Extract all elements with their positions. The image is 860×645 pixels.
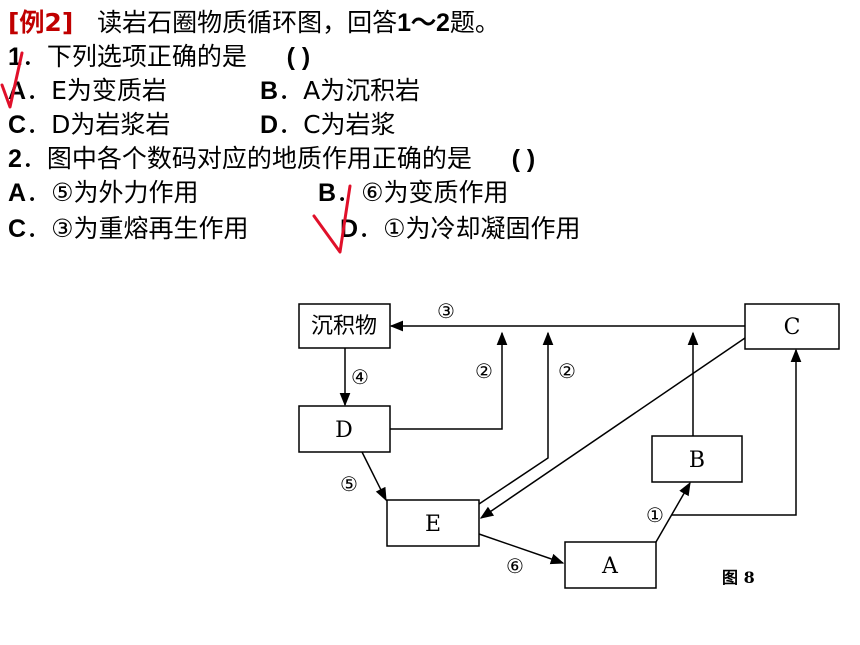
q2-stem-text: ．图中各个数码对应的地质作用正确的是 xyxy=(21,144,472,173)
box-c-label: C xyxy=(784,315,801,340)
box-e xyxy=(386,499,480,547)
checkmark-icon-q2 xyxy=(312,184,352,254)
q1-paren: ( ) xyxy=(286,43,311,71)
q1-option-d-text: ．C为岩浆 xyxy=(278,110,396,139)
example-range: 1～2 xyxy=(397,9,450,37)
box-d xyxy=(298,405,391,453)
label-4: ④ xyxy=(351,365,369,389)
label-6: ⑥ xyxy=(506,554,524,578)
box-b xyxy=(651,435,743,483)
q2-option-a-letter: A xyxy=(8,179,27,207)
q1-option-d: D．C为岩浆 xyxy=(260,108,396,142)
label-5: ⑤ xyxy=(340,472,358,496)
q2-option-c-letter: C xyxy=(8,215,27,243)
example-tag: [例2] xyxy=(8,8,74,37)
figure-label: 图 8 xyxy=(722,568,755,587)
q1-option-c-text: ．D为岩浆岩 xyxy=(26,110,171,139)
label-1: ① xyxy=(646,503,664,527)
arrow-5 xyxy=(361,451,387,502)
label-2-left: ② xyxy=(475,359,493,383)
q2-option-b: B．⑥为变质作用 xyxy=(318,176,508,210)
box-d-label: D xyxy=(335,418,353,443)
arrow-c-to-e xyxy=(479,337,746,519)
q1-option-c: C．D为岩浆岩 xyxy=(8,108,170,142)
q2-option-a-text: ．⑤为外力作用 xyxy=(26,178,199,207)
q1-option-a: A．E为变质岩 xyxy=(8,74,167,108)
q1-option-b-letter: B xyxy=(260,77,279,105)
q2-option-b-text: ．⑥为变质作用 xyxy=(336,178,509,207)
q1-option-b-text: ．A为沉积岩 xyxy=(278,76,421,105)
arrow-2-left xyxy=(390,331,508,430)
arrow-a-to-c xyxy=(672,348,802,516)
q2-stem: 2．图中各个数码对应的地质作用正确的是 ( ) xyxy=(8,142,535,176)
q2-number: 2 xyxy=(8,145,22,173)
q2-option-c: C．③为重熔再生作用 xyxy=(8,212,248,246)
label-3: ③ xyxy=(437,299,455,323)
example-suffix: 题。 xyxy=(449,8,500,37)
q1-option-d-letter: D xyxy=(260,111,279,139)
q2-option-d: D．①为冷却凝固作用 xyxy=(340,212,580,246)
q2-option-b-letter: B xyxy=(318,179,337,207)
example-text: 读岩石圈物质循环图，回答 xyxy=(97,8,398,37)
q2-option-d-text: ．①为冷却凝固作用 xyxy=(358,214,581,243)
box-sediment-label: 沉积物 xyxy=(311,314,377,339)
arrow-6 xyxy=(478,533,565,565)
label-2-right: ② xyxy=(558,359,576,383)
box-a-label: A xyxy=(601,554,619,579)
q2-paren: ( ) xyxy=(511,145,536,173)
arrow-1 xyxy=(655,481,691,543)
q2-option-a: A．⑤为外力作用 xyxy=(8,176,198,210)
arrow-2-right xyxy=(478,331,554,505)
example-header: [例2] 读岩石圈物质循环图，回答1～2题。 xyxy=(8,6,500,40)
q1-option-c-letter: C xyxy=(8,111,27,139)
q1-stem-text: ．下列选项正确的是 xyxy=(21,42,247,71)
q1-option-a-text: ．E为变质岩 xyxy=(26,76,167,105)
checkmark-icon-q1 xyxy=(0,51,24,109)
q2-option-c-text: ．③为重熔再生作用 xyxy=(26,214,249,243)
box-a xyxy=(564,541,657,589)
box-b-label: B xyxy=(689,448,705,473)
q1-option-b: B．A为沉积岩 xyxy=(260,74,420,108)
box-e-label: E xyxy=(425,512,441,537)
